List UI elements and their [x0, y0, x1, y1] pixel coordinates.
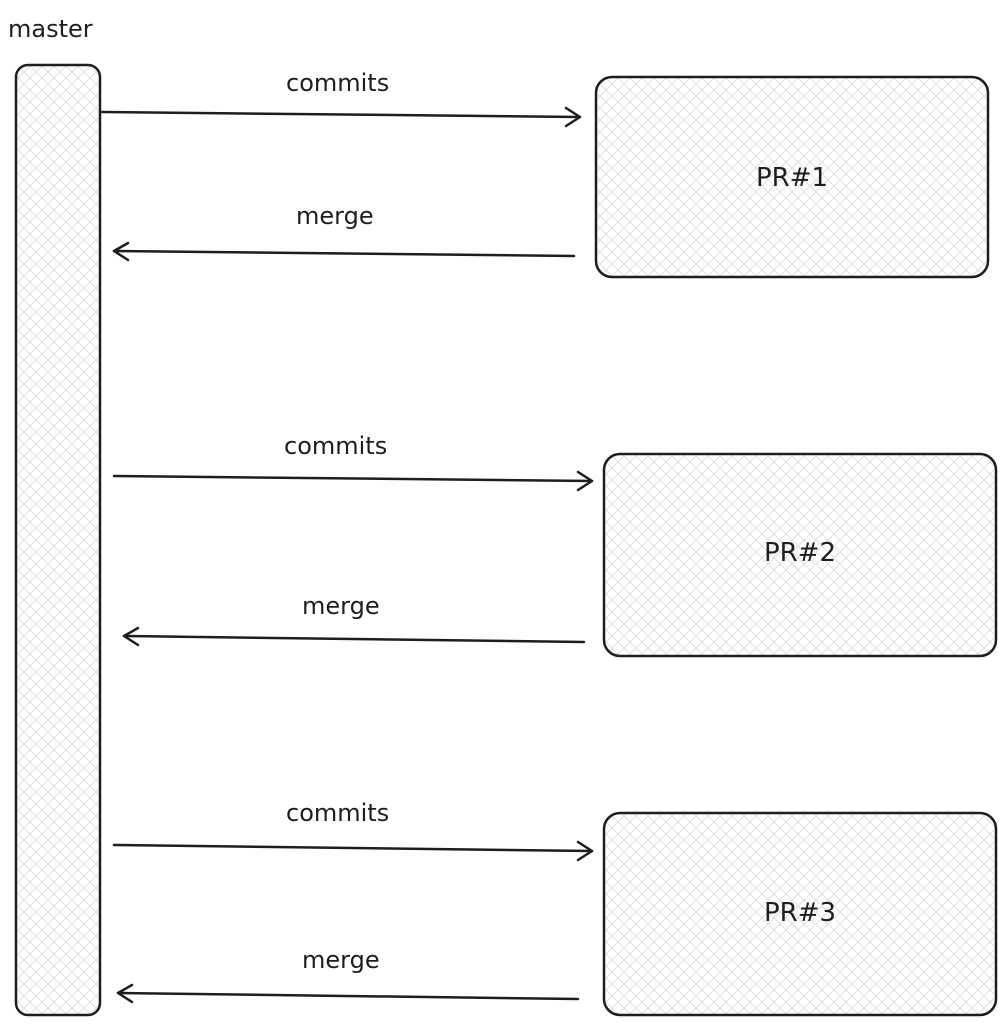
merge-label: merge — [296, 202, 374, 230]
pr-label: PR#3 — [764, 898, 836, 928]
pr-box — [594, 75, 990, 279]
commits-label: commits — [286, 69, 389, 97]
merge-arrowhead — [116, 983, 134, 1004]
merge-label: merge — [302, 946, 380, 974]
commits-label: commits — [284, 432, 387, 460]
merge-arrowhead — [122, 626, 140, 647]
merge-arrow — [116, 991, 580, 1001]
merge-arrowhead — [112, 241, 130, 262]
master-branch-bar — [14, 63, 102, 1017]
pr-flow-2: commits PR#2 merge — [112, 432, 998, 658]
commits-arrow — [100, 110, 582, 119]
pr-label: PR#2 — [764, 538, 836, 568]
merge-arrow — [112, 249, 576, 258]
commits-label: commits — [286, 799, 389, 827]
commits-arrowhead — [576, 470, 594, 492]
merge-label: merge — [302, 592, 380, 620]
pr-label: PR#1 — [756, 163, 828, 193]
commits-arrow — [112, 843, 594, 853]
pr-box — [602, 452, 998, 658]
commits-arrowhead — [576, 840, 594, 862]
commits-arrowhead — [564, 106, 582, 128]
master-label: master — [8, 15, 93, 43]
merge-arrow — [122, 634, 586, 644]
commits-arrow — [112, 474, 594, 483]
pr-flow-3: commits PR#3 merge — [112, 799, 998, 1017]
pr-box — [602, 811, 998, 1017]
pr-flow-1: commits PR#1 merge — [100, 69, 990, 279]
